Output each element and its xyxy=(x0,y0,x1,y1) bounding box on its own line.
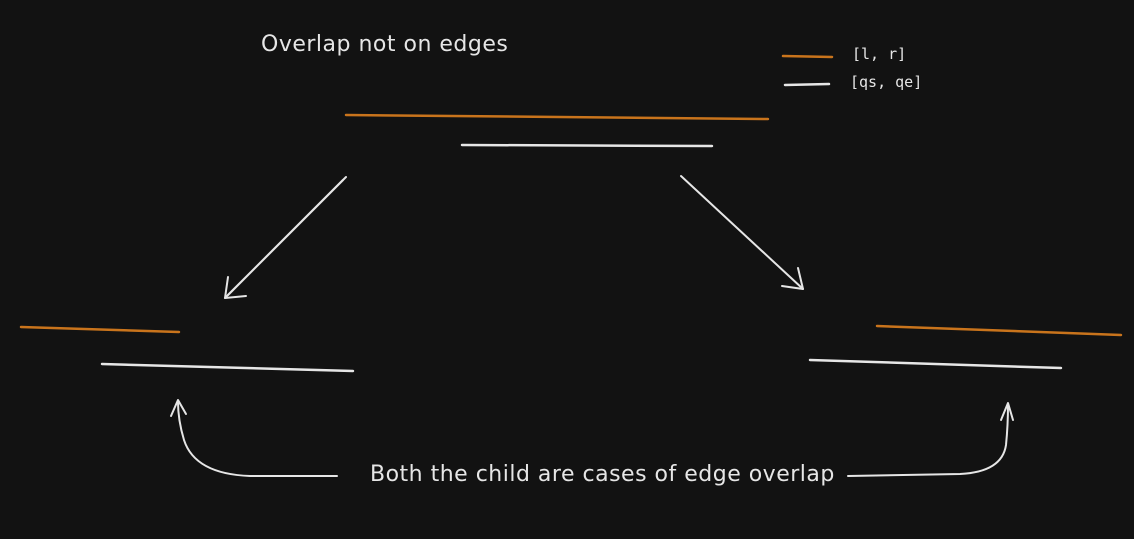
legend-label-lr: [l, r] xyxy=(852,45,907,63)
parent-range-q xyxy=(460,143,714,148)
legend-swatch-q xyxy=(783,82,831,87)
diagram-title: Overlap not on edges xyxy=(261,32,509,57)
arrow-to-right-child xyxy=(680,175,804,290)
arrow-to-left-child xyxy=(224,176,347,299)
caption-arrow-right xyxy=(847,402,1014,477)
legend-swatch-lr xyxy=(781,54,834,59)
left-child-range-lr xyxy=(19,325,181,334)
diagram-caption: Both the child are cases of edge overlap xyxy=(370,462,835,487)
right-child-range-lr xyxy=(875,324,1123,337)
left-child-range-q xyxy=(100,362,355,373)
caption-arrow-left xyxy=(170,399,338,477)
legend-label-q: [qs, qe] xyxy=(850,73,923,91)
right-child-range-q xyxy=(808,358,1063,370)
parent-range-lr xyxy=(344,113,770,121)
